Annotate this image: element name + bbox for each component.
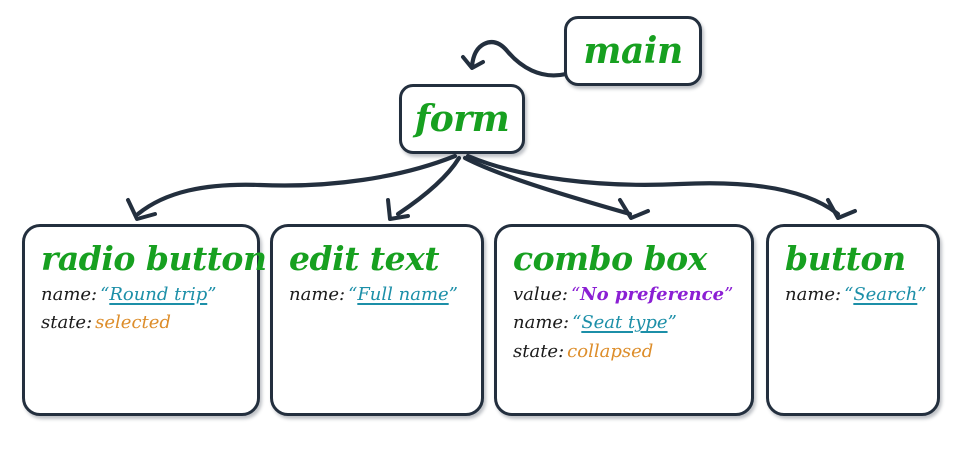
edge-form-to-button (465, 153, 857, 220)
quote-close: ” (207, 283, 217, 305)
node-main[interactable]: main (564, 16, 702, 86)
property-name-value: “Search” (844, 284, 926, 305)
quote-close: ” (448, 283, 458, 305)
node-form[interactable]: form (399, 84, 525, 154)
node-button[interactable]: button name:“Search” (766, 224, 940, 416)
property-name-value-text: Seat type (581, 312, 668, 334)
property-name-key: name: (41, 283, 98, 305)
quote-open: “ (100, 283, 110, 305)
property-state-value: collapsed (567, 341, 654, 362)
property-name: name:“Search” (785, 283, 927, 306)
node-form-title: form (414, 97, 510, 140)
node-edit-text[interactable]: edit text name:“Full name” (270, 224, 484, 416)
property-name-value: “Seat type” (572, 312, 677, 333)
property-name: name:“Seat type” (513, 312, 735, 334)
property-name-value-text: Round trip (109, 283, 208, 305)
node-button-title: button (785, 239, 906, 278)
property-name: name:“Round trip” (41, 283, 241, 306)
property-name-key: name: (289, 283, 346, 305)
property-name-value-text: Search (853, 283, 918, 305)
node-main-title: main (583, 29, 683, 72)
property-state: state:selected (41, 312, 241, 334)
quote-open: “ (570, 283, 581, 305)
edge-main-to-form (461, 40, 569, 78)
property-name-key: name: (785, 283, 842, 305)
property-value-value: “No preference” (571, 284, 733, 305)
property-state-key: state: (513, 341, 565, 362)
property-value: value:“No preference” (513, 283, 735, 306)
node-combo-box-title: combo box (513, 239, 707, 278)
quote-close: ” (667, 312, 677, 334)
property-name: name:“Full name” (289, 283, 465, 306)
property-value-value-text: No preference (580, 283, 725, 305)
property-name-value: “Round trip” (100, 284, 216, 305)
quote-close: ” (724, 283, 734, 305)
edge-form-to-combo-box (462, 155, 650, 220)
quote-open: “ (572, 312, 582, 334)
edge-form-to-edit-text (386, 155, 462, 221)
property-name-key: name: (513, 312, 570, 334)
quote-open: “ (844, 283, 854, 305)
property-state: state:collapsed (513, 341, 735, 363)
quote-open: “ (348, 283, 358, 305)
property-state-key: state: (41, 312, 93, 334)
edge-form-to-radio-button (126, 153, 458, 221)
node-combo-box[interactable]: combo box value:“No preference” name:“Se… (494, 224, 754, 416)
node-edit-text-title: edit text (289, 239, 440, 278)
property-name-value-text: Full name (357, 283, 449, 305)
property-name-value: “Full name” (348, 284, 458, 305)
property-value-key: value: (513, 283, 568, 305)
node-radio-button[interactable]: radio button name:“Round trip” state:sel… (22, 224, 267, 416)
quote-close: ” (917, 283, 927, 305)
property-state-value: selected (95, 312, 171, 334)
node-radio-button-title: radio button (41, 239, 267, 278)
